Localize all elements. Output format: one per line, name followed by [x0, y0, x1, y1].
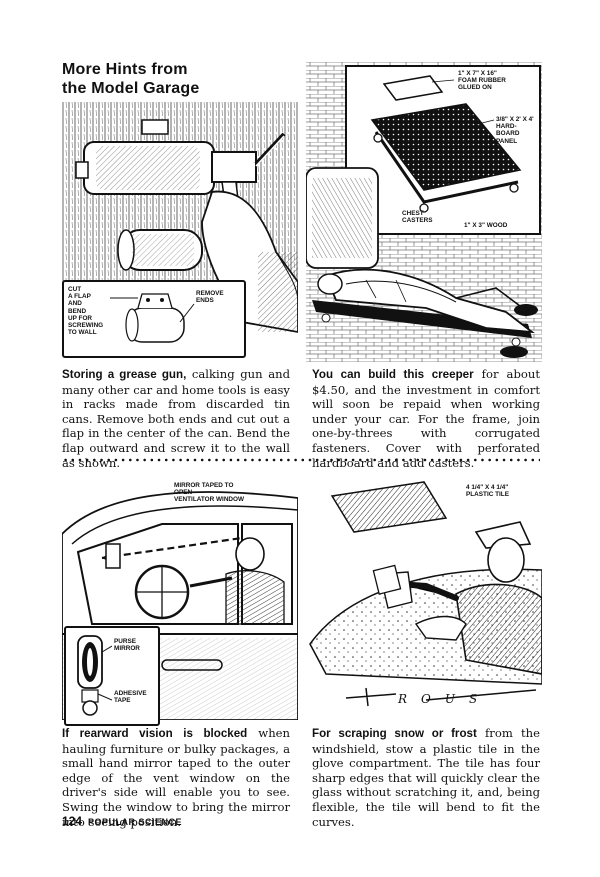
plastic-tile-label: 4 1/4" x 4 1/4" PLASTIC TILE — [466, 484, 509, 499]
scraping-illustration: 4 1/4" x 4 1/4" PLASTIC TILE ROUS — [306, 474, 543, 720]
rearward-vision-caption-lead: If rearward vision is blocked — [62, 727, 248, 740]
purse-mirror-diagram — [77, 635, 112, 716]
page-title-line-1: More Hints from — [62, 61, 188, 78]
chest-casters-label: CHEST CASTERS — [402, 210, 433, 225]
mirror-taped-label: MIRROR TAPED TO OPEN VENTILATOR WINDOW — [174, 482, 245, 504]
grease-gun-caption: Storing a grease gun, calking gun and ma… — [62, 367, 290, 470]
artist-signature: ROUS — [398, 692, 492, 706]
creeper-drawing — [305, 62, 542, 362]
rearward-vision-caption: If rearward vision is blocked when hauli… — [62, 726, 290, 829]
creeper-illustration: 1" x 7" x 16" FOAM RUBBER GLUED ON 3/8" … — [305, 62, 542, 362]
page-number: 124 — [62, 814, 83, 828]
magazine-name: POPULAR SCIENCE — [88, 817, 183, 827]
purse-mirror-inset: PURSE MIRROR ADHESIVE TAPE — [64, 626, 160, 726]
foam-rubber-label: 1" x 7" x 16" FOAM RUBBER GLUED ON — [458, 70, 506, 92]
adhesive-tape-label: ADHESIVE TAPE — [114, 690, 147, 705]
creeper-caption-body: for about $4.50, and the investment in c… — [312, 367, 540, 470]
section-divider — [62, 458, 540, 462]
hardboard-panel-label: 3/8" x 2' x 4' HARD- BOARD PANEL — [496, 116, 534, 145]
rearward-vision-caption-body: when hauling furniture or bulky packages… — [62, 726, 291, 829]
page-footer: 124 POPULAR SCIENCE — [62, 812, 182, 830]
scraping-caption-lead: For scraping snow or frost — [312, 727, 477, 740]
tin-can-diagram — [110, 293, 195, 343]
scraping-caption: For scraping snow or frost from the wind… — [312, 726, 540, 829]
grease-gun-illustration — [62, 102, 298, 356]
creeper-caption: You can build this creeper for about $4.… — [312, 367, 540, 470]
can-rack-callout-box: CUT A FLAP AND BEND UP FOR SCREWING TO W… — [62, 280, 246, 358]
cut-flap-label: CUT A FLAP AND BEND UP FOR SCREWING TO W… — [68, 286, 104, 337]
scraping-drawing — [309, 481, 543, 707]
wood-label: 1" x 3" WOOD — [464, 222, 508, 229]
purse-mirror-label: PURSE MIRROR — [114, 638, 140, 653]
grease-gun-caption-body: calking gun and many other car and home … — [62, 367, 290, 470]
grease-gun-caption-lead: Storing a grease gun, — [62, 368, 187, 381]
page-title: More Hints from the Model Garage — [62, 60, 302, 98]
scraping-caption-body: from the windshield, stow a plastic tile… — [312, 726, 540, 829]
creeper-caption-lead: You can build this creeper — [312, 368, 474, 381]
page-title-line-2: the Model Garage — [62, 80, 200, 97]
remove-ends-label: REMOVE ENDS — [196, 290, 224, 305]
grease-gun-drawing — [62, 102, 298, 333]
